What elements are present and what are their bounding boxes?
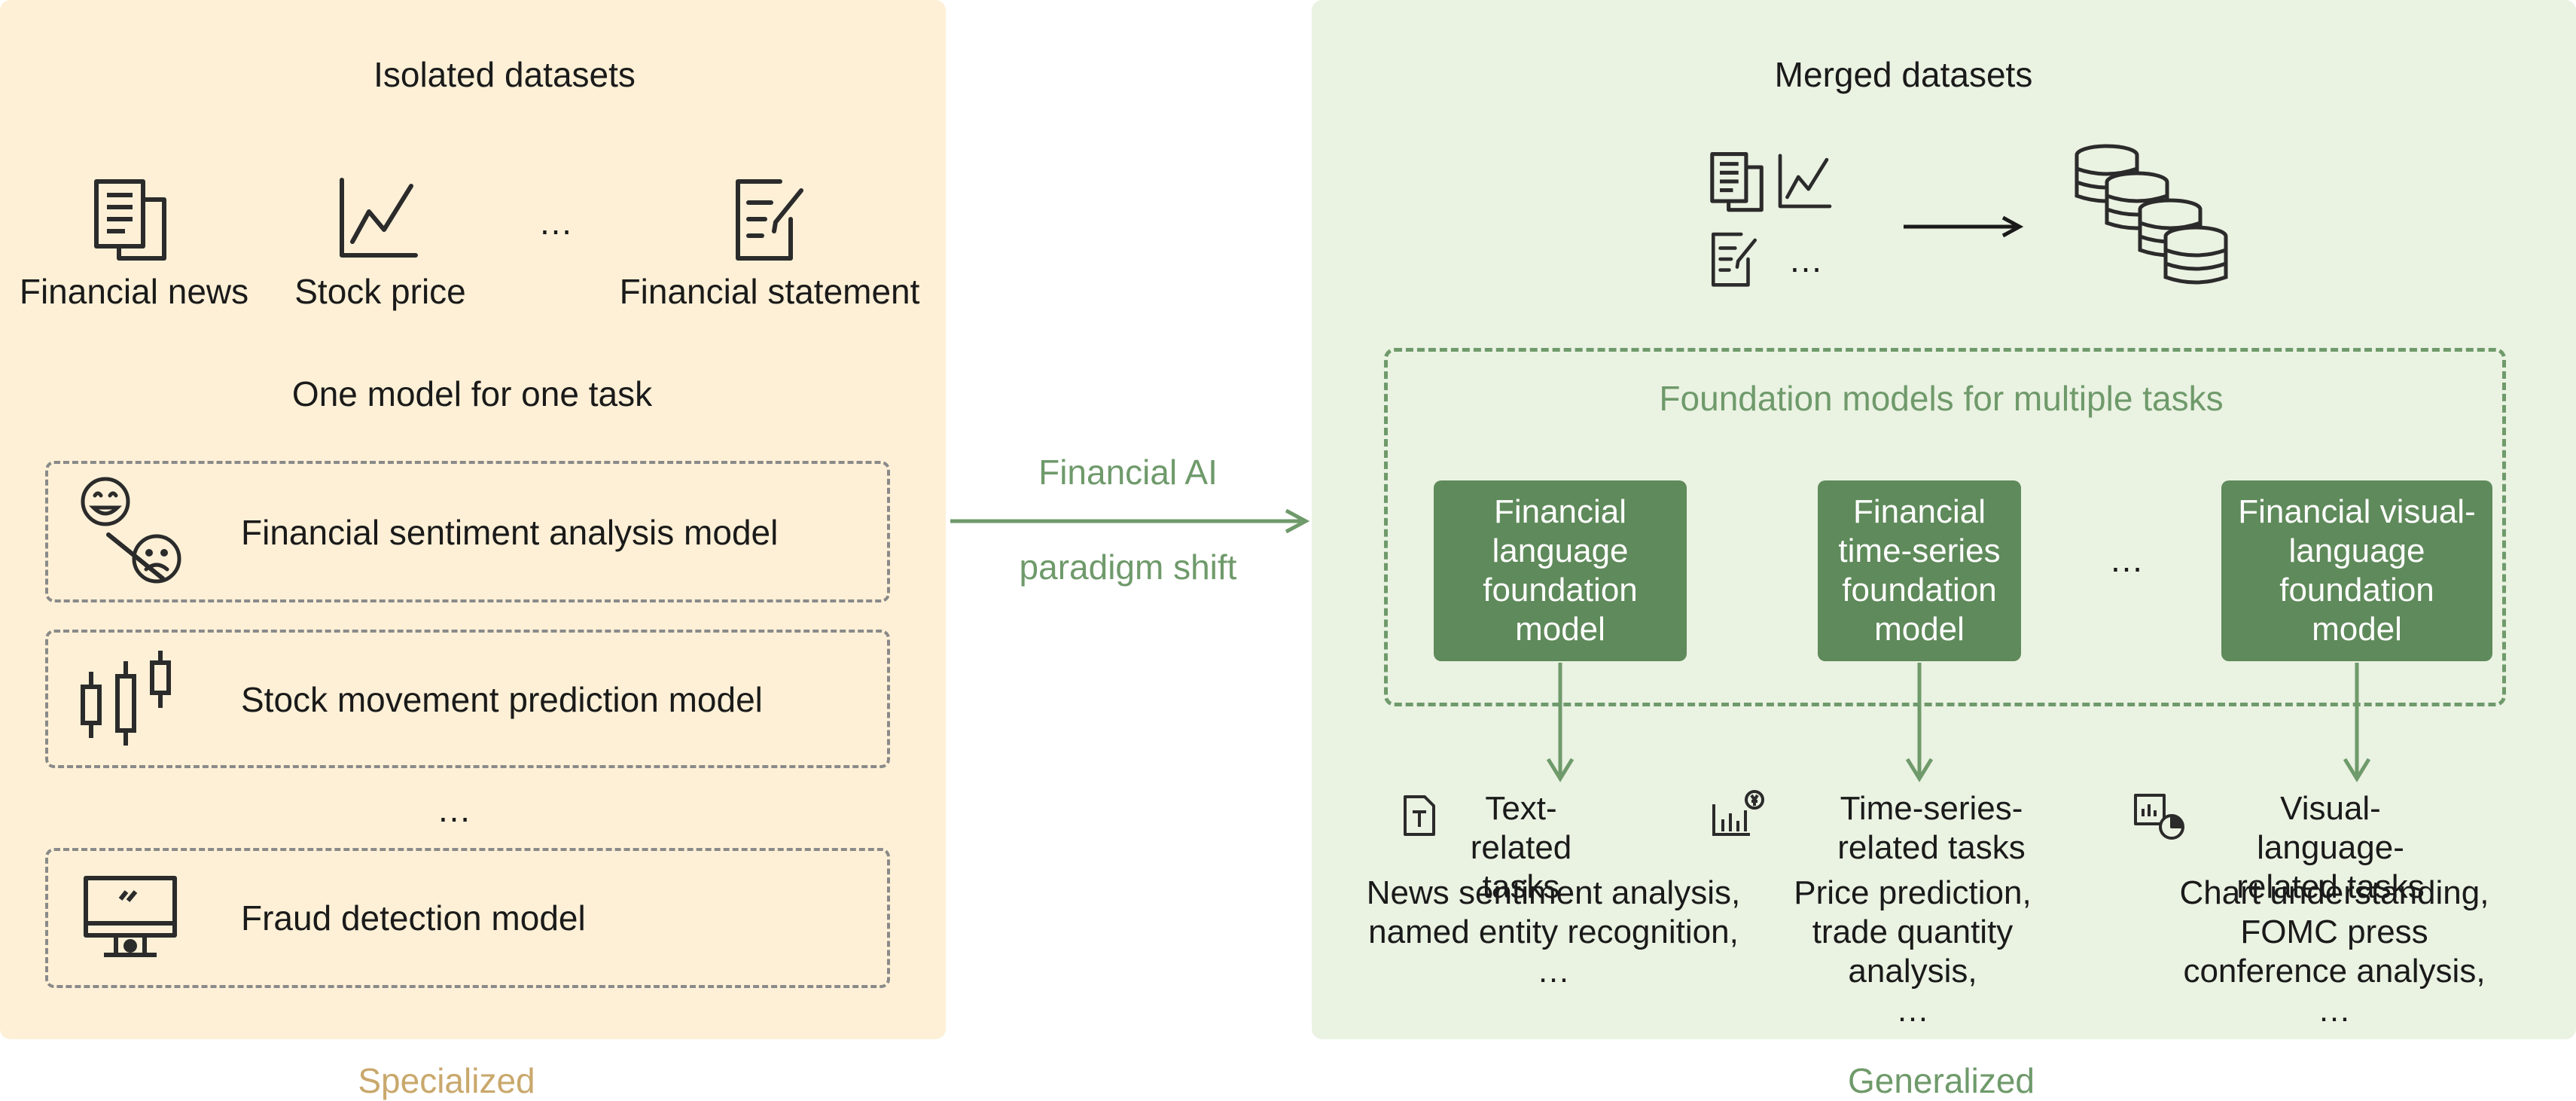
datasets-ellipsis: … [538,203,573,242]
task-more-visual-language: … [2318,992,2351,1029]
specialized-panel [0,0,946,1039]
paradigm-shift-arrow [950,508,1310,534]
foundation-models-ellipsis: … [2109,540,2144,579]
task-heading-time-series: Time-series-related tasks [1837,790,2026,866]
task-more-text: … [1537,953,1570,990]
monitor-alert-icon [84,876,177,957]
arrow-time-series-to-tasks [1905,663,1934,782]
model-box-stock-movement [45,630,890,768]
task-examples-text: News sentiment analysis, named entity re… [1366,874,1741,950]
models-ellipsis: … [437,790,471,829]
candlestick-icon [81,651,171,746]
merge-arrow [1904,215,2024,238]
generalized-footer: Generalized [1847,1061,2035,1100]
foundation-model-language: Financial language foundation model [1434,480,1687,661]
dataset-label-financial-news: Financial news [19,272,249,311]
arrow-visual-to-tasks [2343,663,2371,782]
merged-datasets-title: Merged datasets [1774,55,2033,94]
merged-ellipsis: … [1788,240,1823,279]
model-box-fraud [45,848,890,988]
line-chart-icon [1778,154,1832,209]
text-document-icon [1404,795,1435,836]
paradigm-label-line1: Financial AI [1038,453,1218,492]
foundation-models-title: Foundation models for multiple tasks [1659,379,2224,418]
newspaper-icon [94,179,166,261]
foundation-model-time-series: Financial time-series foundation model [1818,480,2021,661]
foundation-models-container [1384,348,2506,706]
one-model-subtitle: One model for one task [291,374,653,413]
dataset-label-stock-price: Stock price [294,272,466,311]
chart-image-icon [2134,794,2184,840]
dataset-label-financial-statement: Financial statement [619,272,920,311]
task-examples-time-series: Price prediction, trade quantity analysi… [1794,874,2032,990]
model-label-stock-movement: Stock movement prediction model [241,680,763,719]
task-heading-text: Text-related tasks [1470,790,1572,905]
foundation-model-visual-language: Financial visual-language foundation mod… [2221,480,2492,661]
task-examples-visual-language: Chart understanding, FOMC press conferen… [2179,874,2489,990]
bar-chart-currency-icon [1712,790,1764,836]
document-edit-icon [1711,232,1757,287]
newspaper-icon [1710,152,1764,212]
paradigm-label-line2: paradigm shift [1019,547,1237,587]
task-more-time-series: … [1896,992,1929,1029]
sentiment-icon [81,477,181,584]
arrow-language-to-text [1546,663,1575,782]
line-chart-icon [340,178,418,258]
model-label-fraud: Fraud detection model [241,898,586,938]
task-heading-visual-language: Visual-language-related tasks [2236,790,2425,905]
model-label-sentiment: Financial sentiment analysis model [241,513,779,552]
specialized-footer: Specialized [358,1061,535,1100]
document-edit-icon [736,179,803,261]
isolated-datasets-title: Isolated datasets [373,55,636,94]
database-icon [2075,144,2228,285]
model-box-sentiment [45,461,890,602]
